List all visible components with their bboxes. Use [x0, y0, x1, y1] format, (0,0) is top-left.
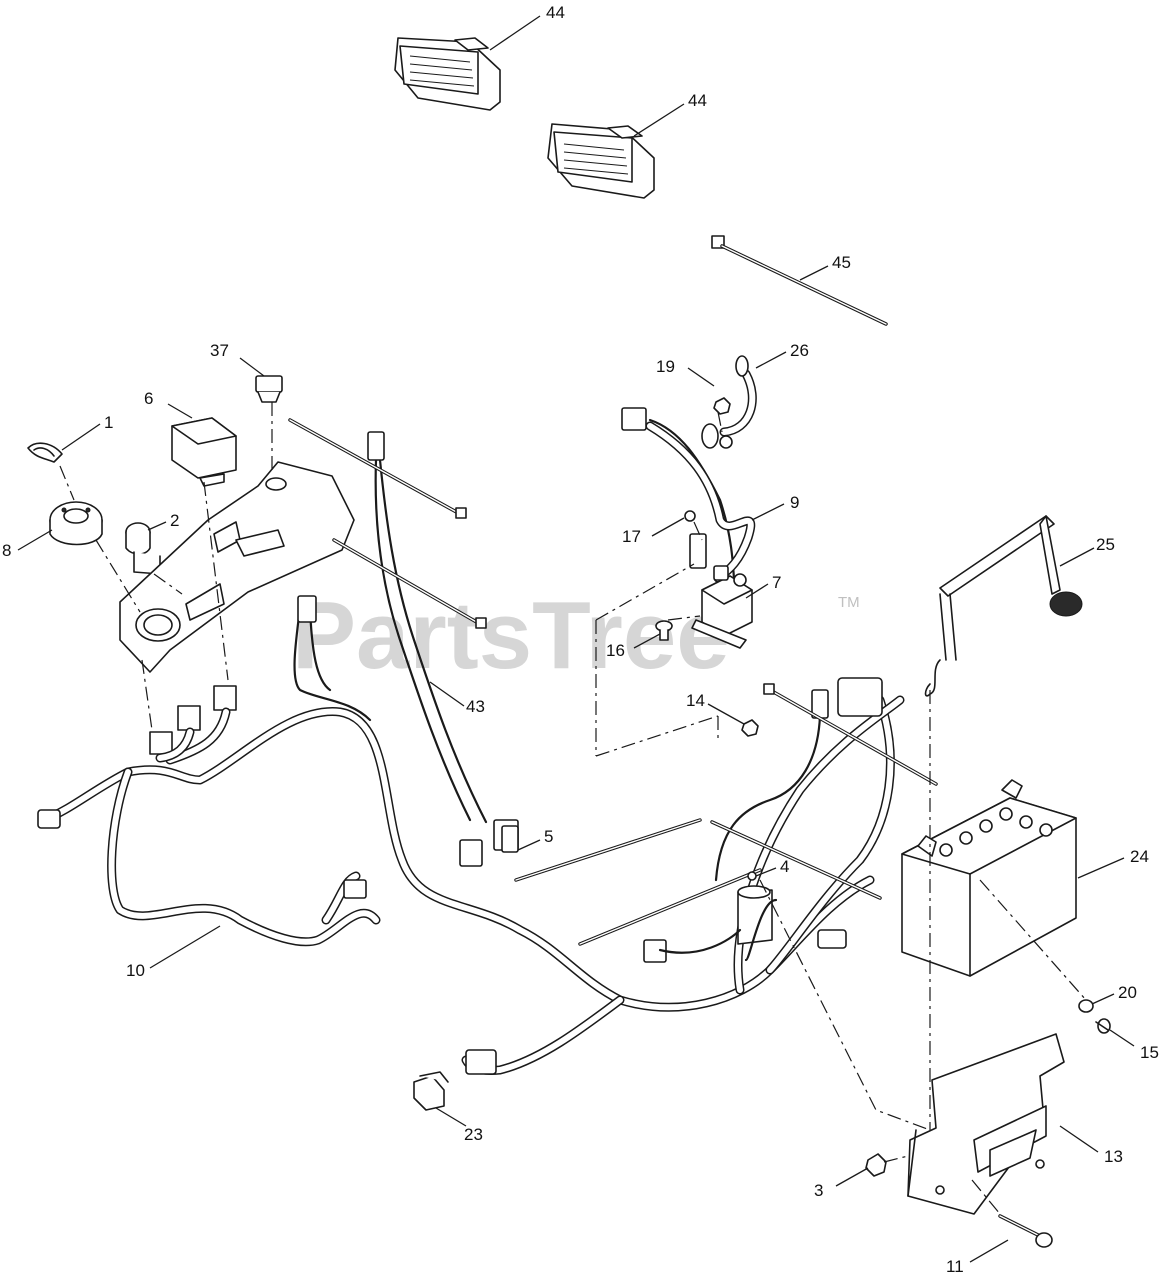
connector-group-left — [149, 685, 237, 765]
part-4-screw[interactable] — [747, 871, 757, 881]
callout-20: 20 — [1118, 983, 1137, 1002]
callout-8: 8 — [2, 541, 11, 560]
part-8-ignition-switch[interactable] — [49, 501, 103, 546]
callout-7: 7 — [772, 573, 781, 592]
part-14-nut[interactable] — [741, 719, 759, 737]
part-5-clip[interactable] — [501, 825, 519, 853]
part-11-bolt[interactable] — [998, 1214, 1053, 1248]
thin-wires — [293, 407, 829, 962]
callout-labels: 44 44 45 37 19 26 6 1 9 2 8 17 25 7 16 4… — [2, 3, 1159, 1276]
harness-connectors — [37, 677, 883, 1075]
callout-44-lower: 44 — [688, 91, 707, 110]
watermark-trademark: TM — [838, 594, 860, 611]
callout-9: 9 — [790, 493, 799, 512]
callout-24: 24 — [1130, 847, 1149, 866]
callout-23: 23 — [464, 1125, 483, 1144]
callout-17: 17 — [622, 527, 641, 546]
control-panel-plate — [119, 461, 355, 673]
callout-14: 14 — [686, 691, 705, 710]
part-9-cable[interactable] — [645, 421, 756, 583]
part-6-cover[interactable] — [171, 417, 237, 487]
callout-26: 26 — [790, 341, 809, 360]
callout-6: 6 — [144, 389, 153, 408]
part-3-nut[interactable] — [865, 1153, 887, 1177]
callout-1: 1 — [104, 413, 113, 432]
callout-15: 15 — [1140, 1043, 1159, 1062]
callout-25: 25 — [1096, 535, 1115, 554]
part-16-bolt[interactable] — [655, 620, 673, 641]
leader-lines — [17, 15, 1135, 1263]
part-20-washer[interactable] — [1078, 999, 1094, 1013]
part-2-push-switch[interactable] — [125, 522, 161, 575]
part-26-cable[interactable] — [701, 355, 757, 449]
callout-45: 45 — [832, 253, 851, 272]
callout-44-upper: 44 — [546, 3, 565, 22]
part-45-cable-tie[interactable] — [711, 235, 888, 326]
callout-16: 16 — [606, 641, 625, 660]
part-1-key[interactable] — [27, 442, 63, 463]
callout-43: 43 — [466, 697, 485, 716]
cable-ties — [288, 418, 938, 946]
callout-2: 2 — [170, 511, 179, 530]
part-24-battery[interactable] — [901, 779, 1077, 977]
callout-5: 5 — [544, 827, 553, 846]
part-25-hold-down-rod[interactable] — [924, 515, 1083, 697]
part-23-connector[interactable] — [413, 1071, 449, 1111]
callout-19: 19 — [656, 357, 675, 376]
callout-11: 11 — [946, 1257, 964, 1276]
part-13-battery-bracket[interactable] — [907, 1033, 1065, 1215]
callout-13: 13 — [1104, 1147, 1123, 1166]
part-15-bolt[interactable] — [1095, 1018, 1111, 1034]
alignment-lines — [59, 402, 1087, 1215]
part-7-solenoid[interactable] — [689, 533, 753, 649]
callout-4: 4 — [780, 857, 789, 876]
part-44-light-lower[interactable] — [547, 123, 655, 199]
watermark: PartsTree TM — [292, 582, 860, 689]
callout-10: 10 — [126, 961, 145, 980]
part-37-rocker-switch[interactable] — [255, 375, 283, 403]
part-17-screw[interactable] — [684, 510, 696, 522]
callout-37: 37 — [210, 341, 229, 360]
callout-3: 3 — [814, 1181, 823, 1200]
part-44-light-upper[interactable] — [394, 37, 501, 111]
part-19-nut[interactable] — [713, 397, 731, 415]
